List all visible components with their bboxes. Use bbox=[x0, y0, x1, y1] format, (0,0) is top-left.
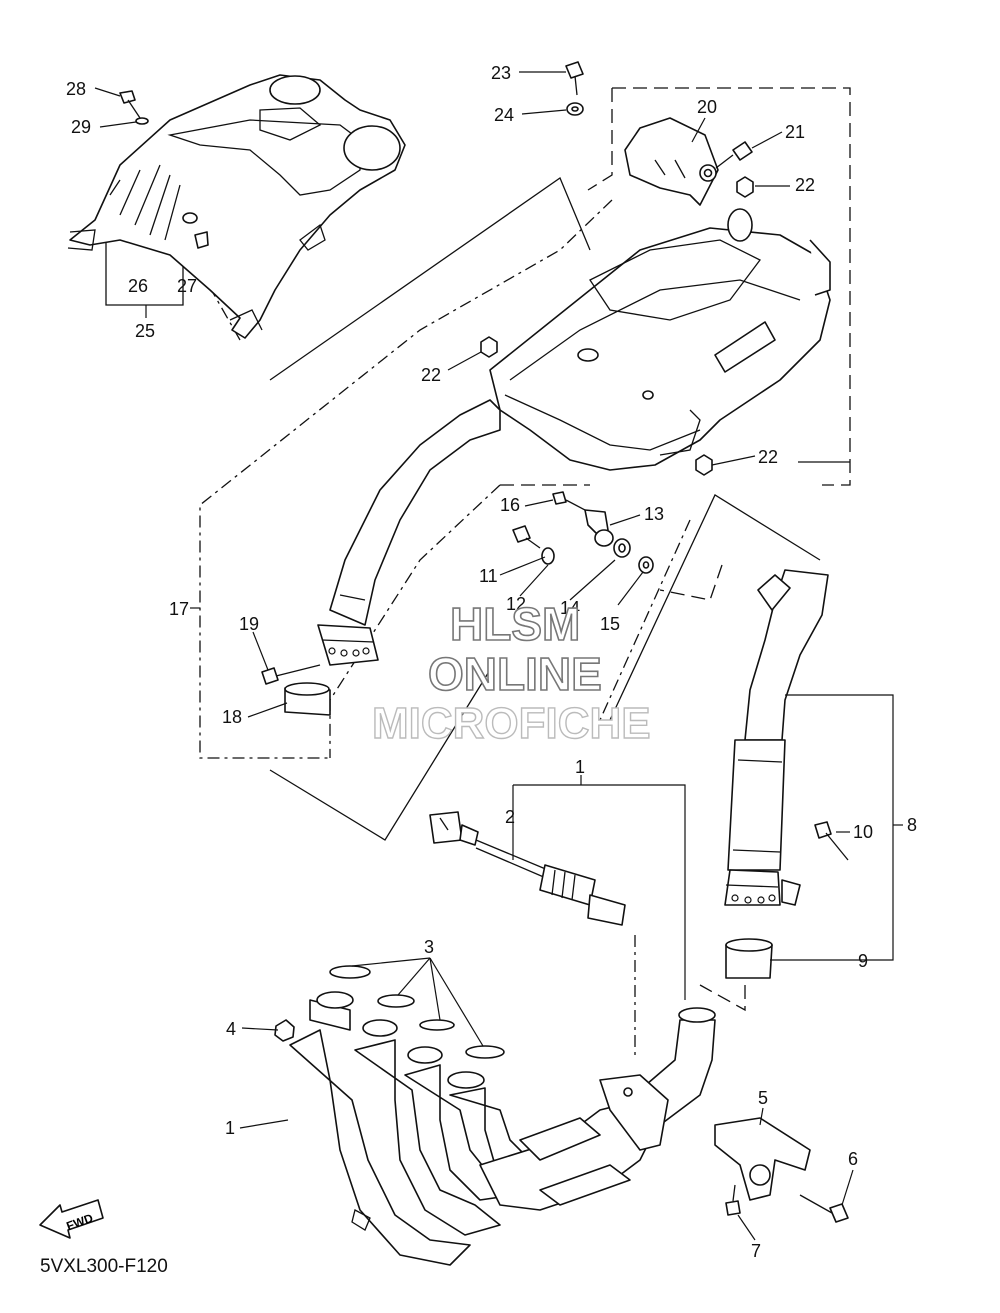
exhaust-header-pipes[interactable] bbox=[289, 991, 716, 1266]
callout-15: 15 bbox=[600, 614, 620, 634]
callout-29: 29 bbox=[71, 117, 91, 137]
watermark-line-1: HLSM bbox=[450, 598, 580, 650]
watermark-line-3: MICROFICHE bbox=[372, 699, 651, 748]
nut-22-a[interactable] bbox=[736, 176, 754, 198]
callout-17: 17 bbox=[169, 599, 189, 619]
bolt-11[interactable] bbox=[512, 525, 541, 549]
callout-26: 26 bbox=[128, 276, 148, 296]
nut-4[interactable] bbox=[274, 1019, 295, 1042]
watermark-line-2: ONLINE bbox=[428, 648, 602, 700]
muffler-bracket[interactable] bbox=[624, 117, 719, 206]
callout-20: 20 bbox=[697, 97, 717, 117]
callout-18: 18 bbox=[222, 707, 242, 727]
link-pipe[interactable] bbox=[317, 399, 501, 666]
callout-27: 27 bbox=[177, 276, 197, 296]
bracket-13[interactable] bbox=[584, 509, 614, 547]
callout-25: 25 bbox=[135, 321, 155, 341]
callout-9: 9 bbox=[858, 951, 868, 971]
callout-14: 14 bbox=[560, 598, 580, 618]
callout-2: 2 bbox=[505, 807, 515, 827]
callout-23: 23 bbox=[491, 63, 511, 83]
connector-lines bbox=[105, 177, 821, 841]
callout-22-top: 22 bbox=[795, 175, 815, 195]
callout-4: 4 bbox=[226, 1019, 236, 1039]
gaskets-3[interactable] bbox=[329, 965, 505, 1059]
callout-3: 3 bbox=[424, 937, 434, 957]
callout-24: 24 bbox=[494, 105, 514, 125]
bolt-16[interactable] bbox=[552, 491, 586, 511]
bracket-5[interactable] bbox=[714, 1117, 811, 1201]
callout-7: 7 bbox=[751, 1241, 761, 1261]
callout-28: 28 bbox=[66, 79, 86, 99]
callout-11: 11 bbox=[479, 566, 498, 586]
callout-13: 13 bbox=[644, 504, 664, 524]
watermark: HLSM ONLINE MICROFICHE bbox=[371, 597, 651, 749]
callout-10: 10 bbox=[853, 822, 873, 842]
screw-and-washer[interactable] bbox=[119, 90, 149, 125]
callout-numbers: 28 29 26 27 25 23 24 20 21 22 22 22 16 1… bbox=[66, 63, 917, 1261]
bolt-10[interactable] bbox=[814, 821, 849, 861]
washer-12[interactable] bbox=[541, 547, 555, 565]
callout-21: 21 bbox=[785, 122, 805, 142]
washer-24[interactable] bbox=[566, 102, 584, 116]
gasket-9[interactable] bbox=[725, 938, 773, 979]
callout-5: 5 bbox=[758, 1088, 768, 1108]
nut-22-c[interactable] bbox=[695, 454, 713, 476]
nut-22-b[interactable] bbox=[480, 336, 498, 358]
heat-shield-assembly[interactable] bbox=[67, 74, 406, 339]
callout-22-bottom: 22 bbox=[758, 447, 778, 467]
callout-12: 12 bbox=[506, 594, 526, 614]
callout-16: 16 bbox=[500, 495, 520, 515]
callout-6: 6 bbox=[848, 1149, 858, 1169]
damper-14[interactable] bbox=[613, 538, 631, 558]
muffler[interactable] bbox=[489, 208, 831, 471]
bolt-6[interactable] bbox=[799, 1194, 849, 1223]
bolt-7[interactable] bbox=[725, 1184, 741, 1216]
collar-15[interactable] bbox=[638, 556, 654, 574]
catalyst-pipe[interactable] bbox=[724, 569, 829, 906]
gasket-18[interactable] bbox=[284, 682, 331, 716]
bolt-23[interactable] bbox=[565, 61, 584, 96]
callout-1-top: 1 bbox=[575, 757, 585, 777]
callout-19: 19 bbox=[239, 614, 259, 634]
leader-lines bbox=[94, 71, 903, 1241]
callout-1-bottom: 1 bbox=[225, 1118, 235, 1138]
diagram-reference-code: 5VXL300-F120 bbox=[40, 1256, 168, 1277]
forward-direction-arrow: FWD bbox=[39, 1199, 104, 1239]
callout-8: 8 bbox=[907, 815, 917, 835]
oxygen-sensor[interactable] bbox=[429, 811, 626, 926]
callout-22-left: 22 bbox=[421, 365, 441, 385]
grommet-and-collar[interactable] bbox=[182, 212, 209, 249]
bolt-21[interactable] bbox=[715, 141, 753, 169]
bolt-19[interactable] bbox=[261, 664, 321, 685]
